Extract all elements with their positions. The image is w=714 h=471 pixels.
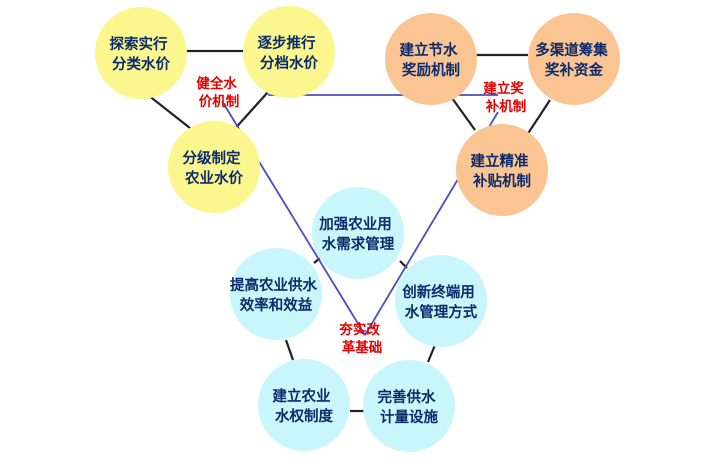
node-metering-facilities-text: 完善供水 计量设施 (377, 388, 440, 426)
yellow-group: 探索实行 分类水价 逐步推行 分档水价 分级制定 农业水价 健全水 价机制 (95, 6, 335, 213)
node-classified-pricing-line-2: 分类水价 (112, 55, 170, 73)
node-demand-management-text: 加强农业用 水需求管理 (318, 215, 397, 253)
label-pricing-mechanism-line-1: 健全水 (196, 75, 237, 92)
label-reward-mechanism: 建立奖 补机制 (482, 80, 528, 115)
node-supply-efficiency-text: 提高农业供水 效率和效益 (230, 276, 322, 314)
node-agri-pricing (168, 121, 260, 213)
label-reward-mechanism-line-1: 建立奖 (482, 80, 524, 97)
label-pricing-mechanism-line-2: 价机制 (199, 93, 240, 110)
node-supply-efficiency (230, 248, 322, 340)
node-agri-pricing-text: 分级制定 农业水价 (182, 149, 245, 187)
node-demand-management-line-1: 加强农业用 (318, 215, 392, 233)
connector-lines (147, 49, 551, 413)
cyan-group: 加强农业用 水需求管理 创新终端用 水管理方式 完善供水 计量设施 建立农业 水… (230, 187, 487, 452)
node-demand-management-line-2: 水需求管理 (322, 235, 395, 253)
label-reward-mechanism-line-2: 补机制 (485, 98, 527, 115)
node-precise-subsidy-text: 建立精准 补贴机制 (470, 152, 533, 190)
node-water-rights-line-1: 建立农业 (272, 387, 330, 405)
node-water-rights-line-2: 水权制度 (275, 407, 333, 425)
node-multi-channel-funds-line-1: 多渠道筹集 (535, 41, 608, 59)
label-reform-foundation-line-1: 夯实改 (338, 321, 380, 338)
connector-cyan-lower-right (426, 344, 437, 363)
label-reform-foundation: 夯实改 革基础 (338, 321, 384, 356)
node-agri-pricing-line-2: 农业水价 (184, 169, 243, 187)
node-terminal-management (395, 255, 487, 347)
node-metering-facilities-line-1: 完善供水 (377, 388, 435, 406)
orange-group: 建立节水 奖励机制 多渠道筹集 奖补资金 建立精准 补贴机制 建立奖 补机制 (385, 13, 620, 216)
node-terminal-management-line-2: 水管理方式 (405, 303, 478, 321)
node-tiered-pricing-line-2: 分档水价 (260, 54, 318, 72)
node-water-saving-reward-line-1: 建立节水 (399, 41, 457, 59)
connector-orange-left (451, 97, 476, 131)
node-demand-management (312, 187, 404, 279)
connector-cyan-lower-left (284, 339, 295, 361)
node-multi-channel-funds-line-2: 奖补资金 (545, 61, 603, 79)
node-classified-pricing-line-1: 探索实行 (109, 35, 167, 53)
node-multi-channel-funds-text: 多渠道筹集 奖补资金 (535, 41, 613, 79)
node-supply-efficiency-line-1: 提高农业供水 (230, 276, 317, 294)
node-precise-subsidy (456, 124, 548, 216)
label-pricing-mechanism: 健全水 价机制 (196, 75, 241, 110)
node-terminal-management-line-1: 创新终端用 (401, 283, 475, 301)
node-water-rights (258, 359, 350, 451)
node-terminal-management-text: 创新终端用 水管理方式 (401, 283, 480, 321)
node-water-rights-text: 建立农业 水权制度 (272, 387, 335, 425)
node-classified-pricing-text: 探索实行 分类水价 (109, 35, 172, 73)
node-water-saving-reward-text: 建立节水 奖励机制 (399, 41, 462, 79)
label-reform-foundation-line-2: 革基础 (342, 339, 383, 356)
node-precise-subsidy-line-1: 建立精准 (470, 152, 528, 170)
node-precise-subsidy-line-2: 补贴机制 (472, 172, 531, 190)
connector-orange-right (526, 99, 551, 136)
node-metering-facilities (363, 360, 455, 452)
node-multi-channel-funds (528, 13, 620, 105)
node-agri-pricing-line-1: 分级制定 (182, 149, 240, 167)
node-metering-facilities-line-2: 计量设施 (380, 408, 438, 426)
node-tiered-pricing-text: 逐步推行 分档水价 (257, 34, 320, 72)
node-water-saving-reward (385, 13, 477, 105)
node-tiered-pricing-line-1: 逐步推行 (257, 34, 315, 52)
node-tiered-pricing (243, 6, 335, 98)
connector-yellow-left (147, 94, 196, 133)
node-classified-pricing (95, 7, 187, 99)
connector-yellow-right (231, 91, 269, 133)
node-water-saving-reward-line-2: 奖励机制 (402, 61, 460, 79)
node-supply-efficiency-line-2: 效率和效益 (240, 296, 313, 314)
